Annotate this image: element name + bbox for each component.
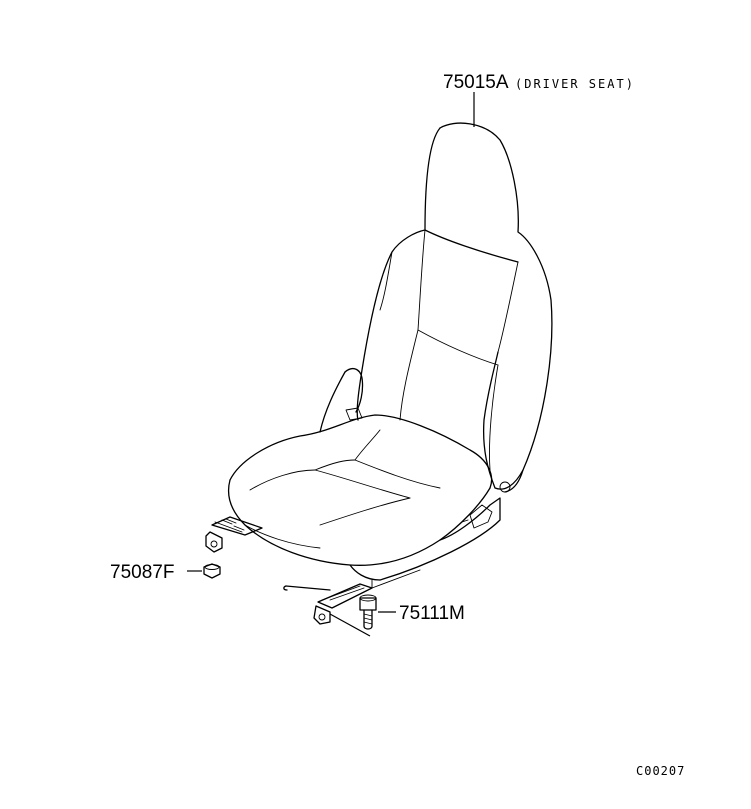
slide-rail-bottom (283, 583, 373, 625)
slide-rail-left (205, 516, 263, 553)
driver-seat-note: (DRIVER SEAT) (515, 77, 635, 91)
seat-back (356, 122, 553, 493)
seat-base (349, 497, 501, 589)
leader-bolt-rail (329, 613, 371, 637)
figure-code: C00207 (636, 764, 685, 778)
bolt-icon (359, 594, 377, 630)
recliner-bracket (319, 367, 364, 433)
part-number-bolt: 75111M (399, 603, 465, 624)
leader-lines (187, 92, 475, 637)
part-number-nut: 75087F (110, 562, 174, 583)
part-number-driver-seat: 75015A (443, 72, 509, 93)
nut-icon (203, 563, 221, 579)
seat-cushion (227, 414, 493, 566)
